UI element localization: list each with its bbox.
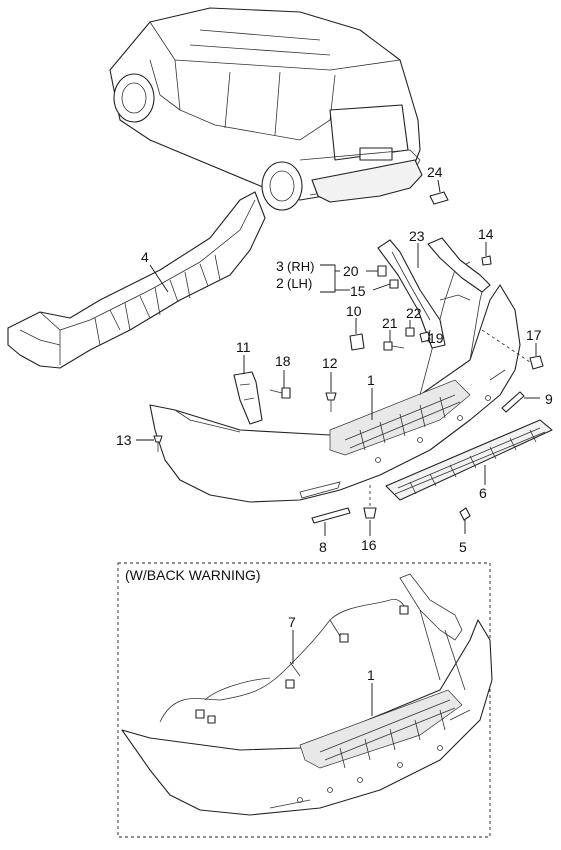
part-24-plug: 24 [427,164,449,205]
callout-14: 14 [478,226,494,242]
callout-3: 3 [276,258,284,274]
callout-1-inset: 1 [367,667,375,683]
callout-6: 6 [479,485,487,501]
part-18-bolt: 18 [269,353,291,399]
part-13-screw: 13 [116,432,163,452]
part-14-clip: 14 [478,226,494,266]
callout-23: 23 [409,228,425,244]
part-2-3-bracket-set: 3 (RH) 2 (LH) 20 15 [276,258,399,299]
part-12-screw: 12 [322,355,338,412]
part-10-retainer: 10 [346,303,365,351]
callout-24: 24 [427,164,443,180]
callout-21: 21 [382,315,398,331]
callout-8: 8 [319,539,327,555]
callout-20: 20 [343,263,359,279]
callout-18: 18 [275,353,291,369]
part-8-reflector: 8 [311,507,351,555]
back-warning-inset: (W/BACK WARNING) 1 7 [117,562,493,838]
callout-1: 1 [367,372,375,388]
callout-15: 15 [350,283,366,299]
part-11-stay: 11 [233,339,263,425]
vehicle-illustration [109,7,423,211]
part-21-bolt: 21 [382,315,405,351]
callout-11: 11 [236,339,251,355]
callout-10: 10 [346,303,362,319]
callout-16: 16 [361,537,377,553]
callout-19: 19 [428,330,444,346]
part-1-rear-bumper: 1 [149,261,521,503]
part-22-nut: 22 [405,305,422,337]
part-17-nut: 17 [481,327,544,370]
callout-4: 4 [141,249,149,265]
callout-9: 9 [545,391,553,407]
part-4-energy-absorber: 4 [7,191,266,369]
part-19-clip: 19 [419,329,444,346]
part-6-lower-grille: 6 [385,419,553,501]
part-23-bracket: 23 [377,228,491,349]
callout-13: 13 [116,432,132,448]
callout-17: 17 [526,327,542,343]
part-5-plug: 5 [459,507,471,555]
callout-5: 5 [459,539,467,555]
part-16-clip: 16 [361,485,377,553]
inset-title: (W/BACK WARNING) [125,567,261,583]
callout-22: 22 [406,305,422,321]
callout-12: 12 [322,355,338,371]
callout-2-side: (LH) [287,276,312,291]
callout-7: 7 [288,614,296,630]
callout-3-side: (RH) [287,259,314,274]
callout-2: 2 [276,275,284,291]
part-9-reflector: 9 [501,391,553,413]
